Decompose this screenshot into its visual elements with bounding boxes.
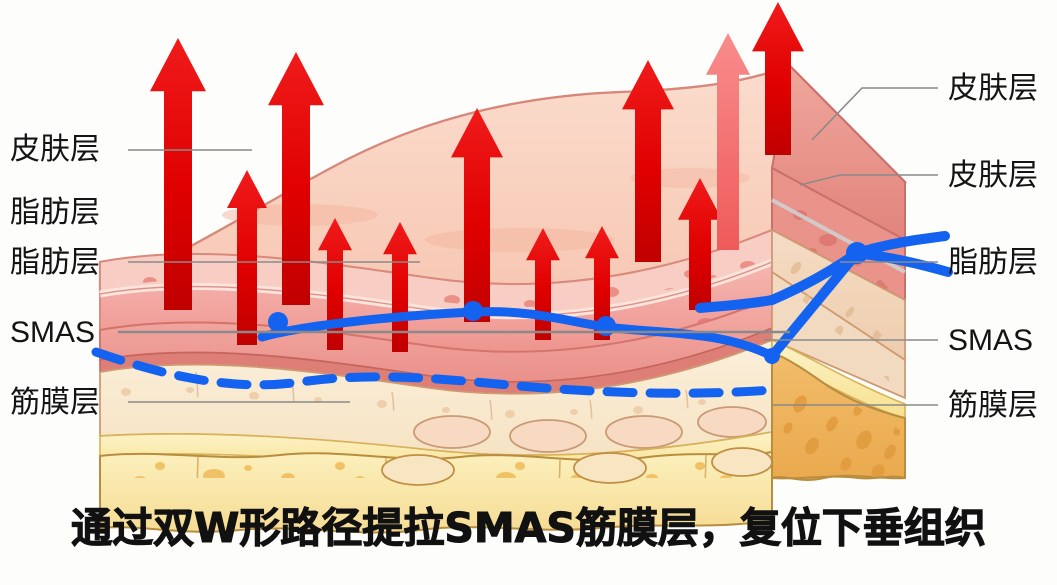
lift-arrow (268, 52, 324, 305)
caption-text: 通过双W形路径提拉SMAS筋膜层，复位下垂组织 (71, 503, 987, 552)
label-right-fat: 脂肪层 (948, 246, 1038, 279)
label-right-smas: SMAS (948, 324, 1034, 357)
lift-arrow (150, 38, 206, 310)
layer-smas (99, 338, 773, 457)
w-path-dashed (91, 347, 777, 398)
path-node (846, 242, 868, 264)
label-leader-lines (118, 87, 938, 406)
label-left-fat-1: 脂肪层 (10, 196, 100, 229)
path-node (463, 301, 483, 321)
lift-arrow (383, 222, 417, 352)
fat-band-separator (99, 258, 774, 320)
fascia-lobule (381, 454, 455, 486)
lift-arrows-group (150, 2, 804, 352)
lift-arrow (706, 33, 750, 250)
lift-arrow (622, 60, 674, 262)
layer-fascia (99, 447, 773, 534)
lift-arrow (227, 170, 267, 345)
leader-line (811, 87, 938, 141)
path-node (764, 348, 780, 364)
lift-arrow (678, 178, 722, 310)
smas-lobules (413, 406, 767, 453)
lift-arrow (526, 228, 560, 340)
label-left-smas: SMAS (10, 316, 96, 349)
label-left-fascia: 筋膜层 (10, 386, 100, 419)
lift-arrow (585, 226, 619, 340)
fascia-lobule (573, 452, 647, 484)
lift-arrow (752, 2, 804, 155)
label-right-fascia: 筋膜层 (948, 389, 1038, 422)
label-right-skin-2: 皮肤层 (948, 159, 1038, 192)
lift-arrow (451, 108, 503, 322)
layer-fascia-side-face (771, 338, 906, 481)
label-right-skin-1: 皮肤层 (948, 72, 1038, 105)
lift-arrow (318, 218, 352, 350)
path-node (268, 312, 288, 332)
fascia-lobule (711, 447, 773, 477)
label-left-skin: 皮肤层 (10, 133, 100, 166)
layer-smas-side-face (771, 228, 906, 400)
label-left-fat-2: 脂肪层 (10, 246, 100, 279)
leader-line (799, 174, 938, 186)
